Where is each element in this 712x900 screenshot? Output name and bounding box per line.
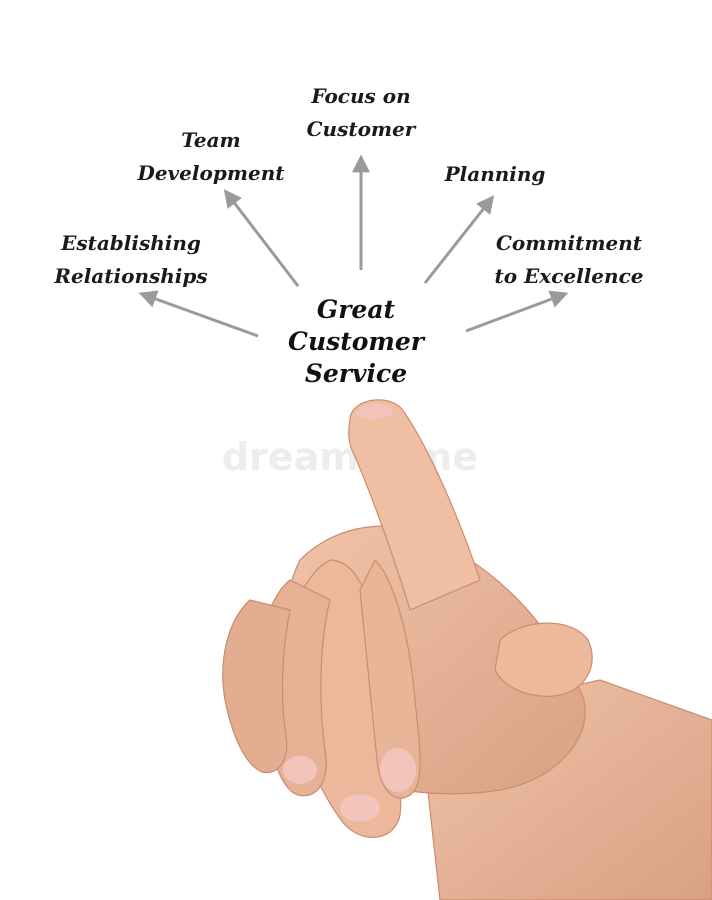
node-line: Customer bbox=[306, 117, 416, 141]
node-line: to Excellence bbox=[494, 264, 644, 288]
node-line: Team bbox=[181, 128, 241, 152]
node-line: Development bbox=[137, 161, 285, 185]
node-line: Commitment bbox=[495, 231, 643, 255]
node-line: Establishing bbox=[61, 231, 201, 255]
node-line: Relationships bbox=[54, 264, 208, 288]
center-title-line: Customer bbox=[288, 327, 424, 356]
node-focus-on-customer: Focus on Customer bbox=[286, 80, 436, 146]
center-title-line: Service bbox=[304, 359, 408, 388]
node-establishing-relationships: Establishing Relationships bbox=[36, 227, 226, 293]
arrow-establishing-relationships bbox=[138, 290, 259, 338]
arrow-planning bbox=[423, 195, 495, 284]
node-line: Focus on bbox=[311, 84, 411, 108]
node-commitment-to-excellence: Commitment to Excellence bbox=[480, 227, 658, 293]
center-title-line: Great bbox=[316, 295, 396, 324]
arrow-commitment-to-excellence bbox=[465, 290, 569, 333]
node-planning: Planning bbox=[430, 158, 560, 191]
node-team-development: Team Development bbox=[126, 124, 296, 190]
center-title: Great Customer Service bbox=[246, 294, 466, 390]
arrow-team-development bbox=[223, 189, 300, 287]
node-line: Planning bbox=[444, 162, 546, 186]
